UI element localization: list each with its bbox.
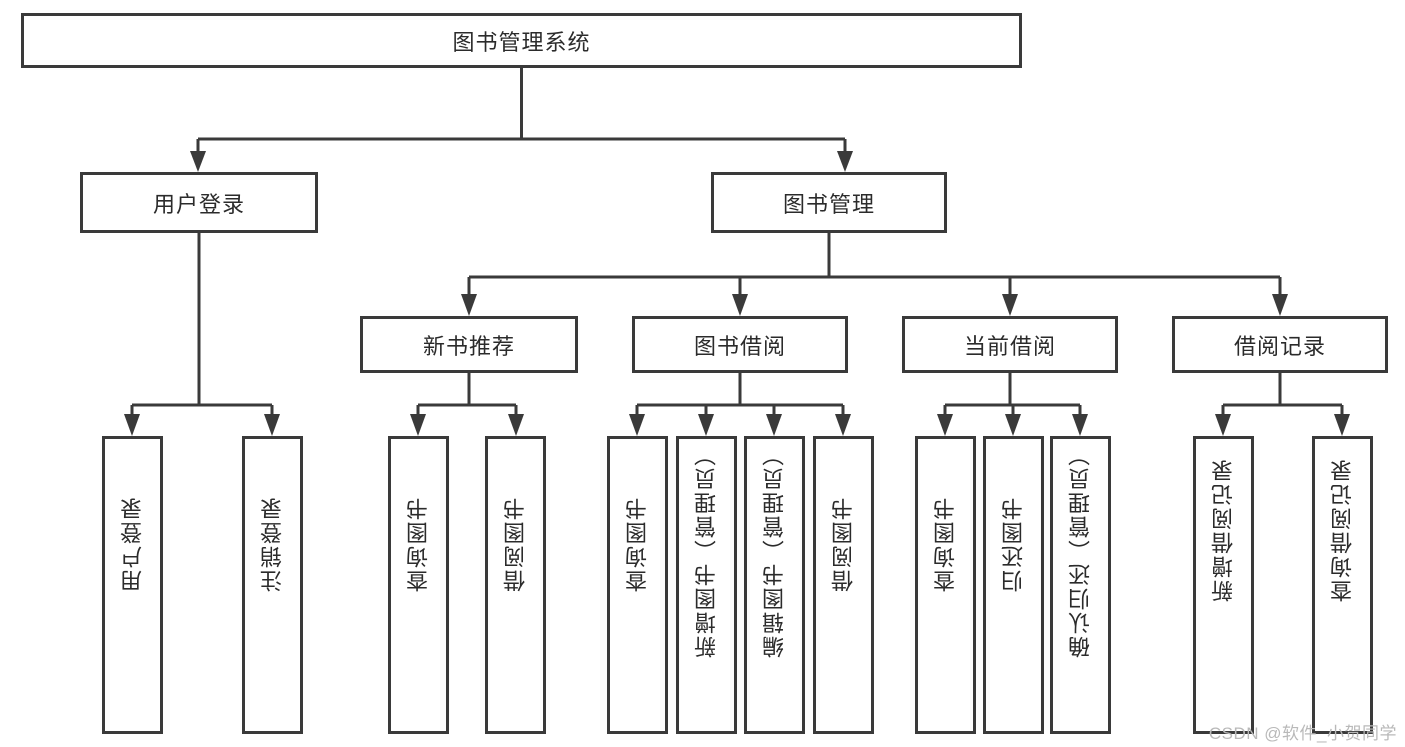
leaf-label-borrow-book-1: 借阅图书 [485,436,546,734]
node-label-user-login: 用户登录 [152,191,245,217]
arrow-head-icon [410,414,426,436]
arrow-head-icon [698,414,714,436]
arrow-head-icon [190,151,206,172]
leaf-label-return-book: 归还图书 [983,436,1044,734]
connector-group-current-borrow [937,373,1088,436]
node-box-leaf[interactable] [676,436,737,734]
leaf-label-logout: 注销登录 [242,436,303,734]
leaf-label-borrow-book-2: 借阅图书 [813,436,874,734]
connector-group-user-login [124,233,280,436]
connector-group-book-mgmt [461,233,1288,316]
leaf-label-query-book-3: 查询图书 [915,436,976,734]
leaf-text: 查询图书 [932,496,958,592]
leaf-text: 注销登录 [259,496,285,592]
leaf-text: 编辑图书（管理员） [761,442,787,658]
leaf-label-query-book-2: 查询图书 [607,436,668,734]
node-box-leaf[interactable] [485,436,546,734]
leaf-text: 新增借阅记录 [1210,458,1236,602]
leaf-label-add-book-admin: 新增图书（管理员） [676,436,737,734]
leaf-text: 查询借阅记录 [1329,458,1355,602]
leaf-text: 借阅图书 [830,496,856,592]
leaf-text: 用户登录 [119,496,145,592]
node-label-root: 图书管理系统 [452,29,591,55]
leaf-label-confirm-return-admin: 确认归还（管理员） [1050,436,1111,734]
node-label-book-management: 图书管理 [782,191,875,217]
arrow-head-icon [1005,414,1021,436]
arrow-head-icon [1215,414,1231,436]
node-box-leaf[interactable] [388,436,449,734]
node-box-new-book-recommend[interactable] [360,316,578,373]
node-box-user-login[interactable] [80,172,318,233]
connector-group-borrow-record [1215,373,1350,436]
leaf-label-user-login: 用户登录 [102,436,163,734]
node-box-leaf[interactable] [983,436,1044,734]
node-label-borrow-record: 借阅记录 [1233,333,1326,359]
node-box-book-management[interactable] [711,172,947,233]
node-box-leaf[interactable] [1193,436,1254,734]
node-box-leaf[interactable] [242,436,303,734]
arrow-head-icon [1334,414,1350,436]
node-box-leaf[interactable] [1050,436,1111,734]
arrow-head-icon [1272,294,1288,316]
arrow-head-icon [732,294,748,316]
connector-group-new-book [410,373,524,436]
connector-group-root [190,68,853,172]
leaf-label-query-book-1: 查询图书 [388,436,449,734]
leaf-text: 查询图书 [624,496,650,592]
node-box-leaf[interactable] [744,436,805,734]
arrow-head-icon [124,414,140,436]
arrow-head-icon [461,294,477,316]
arrow-head-icon [937,414,953,436]
node-label-book-borrow: 图书借阅 [693,333,786,359]
arrow-head-icon [508,414,524,436]
node-box-root[interactable] [21,13,1022,68]
node-box-leaf[interactable] [607,436,668,734]
node-box-current-borrow[interactable] [902,316,1118,373]
leaf-text: 归还图书 [1000,496,1026,592]
node-box-leaf[interactable] [813,436,874,734]
leaf-text: 借阅图书 [502,496,528,592]
node-box-leaf[interactable] [102,436,163,734]
arrow-head-icon [264,414,280,436]
leaf-text: 新增图书（管理员） [693,442,719,658]
arrow-head-icon [766,414,782,436]
node-box-book-borrow[interactable] [632,316,848,373]
leaf-text: 查询图书 [405,496,431,592]
arrow-head-icon [629,414,645,436]
connector-group-book-borrow [629,373,851,436]
leaf-text: 确认归还（管理员） [1067,442,1093,658]
arrow-head-icon [1002,294,1018,316]
node-label-current-borrow: 当前借阅 [963,333,1056,359]
node-box-borrow-record[interactable] [1172,316,1388,373]
node-box-leaf[interactable] [1312,436,1373,734]
leaf-label-add-borrow-record: 新增借阅记录 [1193,436,1254,734]
arrow-head-icon [835,414,851,436]
watermark-text: CSDN @软件_小贺同学 [1208,724,1397,743]
node-label-new-book-recommend: 新书推荐 [422,333,515,359]
node-box-leaf[interactable] [915,436,976,734]
arrow-head-icon [837,151,853,172]
leaf-label-query-borrow-record: 查询借阅记录 [1312,436,1373,734]
arrow-head-icon [1072,414,1088,436]
leaf-label-edit-book-admin: 编辑图书（管理员） [744,436,805,734]
